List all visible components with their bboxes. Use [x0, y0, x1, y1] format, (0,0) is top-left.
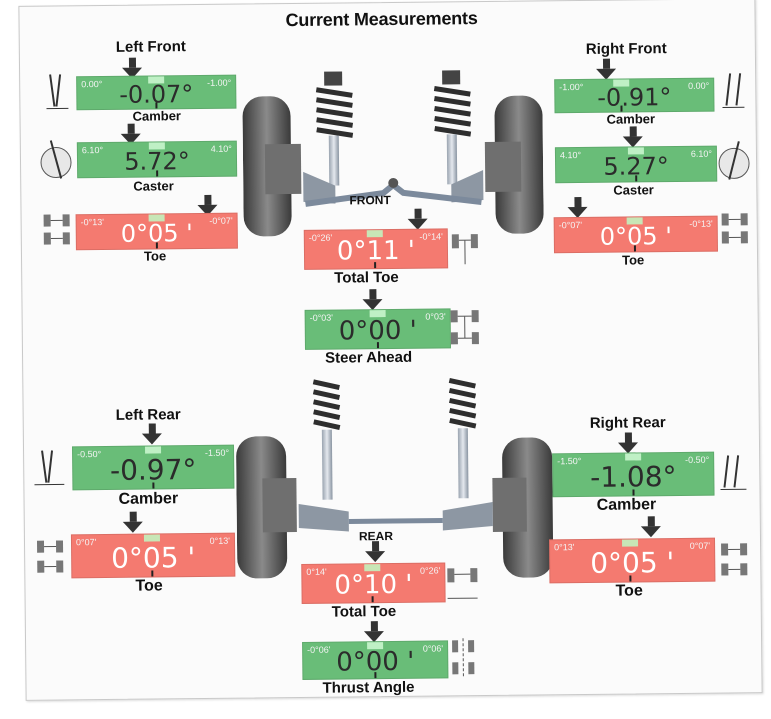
toe-icon	[721, 213, 748, 244]
lr-camber-gauge: -0.50° -1.50° -0.97°	[71, 444, 235, 491]
lr-toe-value: 0°05 '	[110, 541, 196, 575]
caster-icon	[40, 140, 72, 179]
toe-icon	[721, 543, 748, 576]
camber-icon	[34, 450, 65, 486]
lf-toe-value: 0°05 '	[120, 219, 193, 248]
rf-caster-caption: Caster	[613, 182, 654, 198]
rr-toe-value: 0°05 '	[590, 546, 675, 580]
left-rear-label: Left Rear	[115, 406, 181, 424]
front-total-toe-gauge: -0°26' -0°14' 0°11 '	[303, 228, 449, 270]
front-total-toe-caption: Total Toe	[334, 268, 399, 287]
steer-ahead-value: 0°00 '	[338, 315, 417, 347]
lf-toe-gauge: -0°13' -0°07' 0°05 '	[75, 212, 238, 251]
rf-toe-gauge: -0°07' -0°13' 0°05 '	[553, 215, 718, 254]
thrust-angle-caption: Thrust Angle	[322, 678, 415, 697]
rf-camber-caption: Camber	[606, 111, 656, 127]
lr-toe-gauge: 0°07' 0°13' 0°05 '	[70, 532, 236, 579]
lf-caster-gauge: 6.10° 4.10° 5.72°	[76, 140, 238, 179]
front-total-toe-value: 0°11 '	[336, 235, 416, 267]
rf-caster-gauge: 4.10° 6.10° 5.27°	[554, 145, 718, 184]
rr-toe-gauge: 0°13' 0°07' 0°05 '	[548, 537, 716, 584]
front-suspension-illustration	[242, 70, 544, 237]
total-toe-icon	[451, 234, 478, 265]
rf-caster-value: 5.27°	[603, 152, 669, 181]
rear-total-toe-gauge: 0°14' 0°26' 0°10 '	[301, 562, 446, 604]
rf-toe-caption: Toe	[621, 252, 645, 268]
lf-camber-gauge: 0.00° -1.00° -0.07°	[76, 74, 237, 111]
thrust-angle-icon	[452, 638, 475, 677]
rr-camber-value: -1.08°	[589, 460, 677, 494]
lf-caster-value: 5.72°	[124, 147, 190, 176]
caster-icon	[718, 141, 750, 180]
front-axle-label: FRONT	[349, 192, 391, 208]
right-rear-label: Right Rear	[589, 414, 666, 432]
steer-ahead-gauge: -0°03' 0°03' 0°00 '	[304, 308, 451, 350]
toe-icon	[43, 214, 70, 245]
thrust-angle-value: 0°00 '	[336, 646, 415, 678]
right-front-label: Right Front	[585, 40, 667, 58]
camber-icon	[46, 74, 69, 110]
rr-camber-caption: Camber	[596, 496, 657, 514]
rf-camber-value: -0.91°	[597, 83, 672, 112]
left-front-label: Left Front	[115, 38, 186, 56]
steer-ahead-caption: Steer Ahead	[324, 348, 413, 367]
lr-camber-caption: Camber	[118, 490, 179, 508]
rear-total-toe-caption: Total Toe	[331, 602, 397, 621]
lf-camber-value: -0.07°	[119, 80, 194, 109]
steer-ahead-icon	[450, 310, 479, 345]
rf-toe-value: 0°05 '	[599, 222, 672, 251]
lf-toe-caption: Toe	[143, 248, 167, 264]
thrust-angle-gauge: -0°06' 0°06' 0°00 '	[302, 640, 449, 680]
rr-toe-caption: Toe	[615, 582, 643, 600]
rear-total-toe-value: 0°10 '	[334, 569, 413, 601]
camber-icon	[720, 455, 747, 491]
camber-icon	[722, 73, 745, 109]
total-toe-icon	[447, 568, 478, 599]
lf-camber-caption: Camber	[132, 108, 182, 124]
lf-caster-caption: Caster	[133, 178, 174, 194]
lr-camber-value: -0.97°	[109, 453, 197, 487]
rr-camber-gauge: -1.50° -0.50° -1.08°	[552, 451, 715, 498]
page-title: Current Measurements	[285, 8, 478, 31]
measurement-sheet: Current Measurements	[18, 0, 763, 701]
lr-toe-caption: Toe	[135, 577, 163, 595]
toe-icon	[36, 540, 64, 573]
rear-suspension-illustration	[236, 377, 554, 579]
rf-camber-gauge: -1.00° 0.00° -0.91°	[554, 77, 715, 114]
